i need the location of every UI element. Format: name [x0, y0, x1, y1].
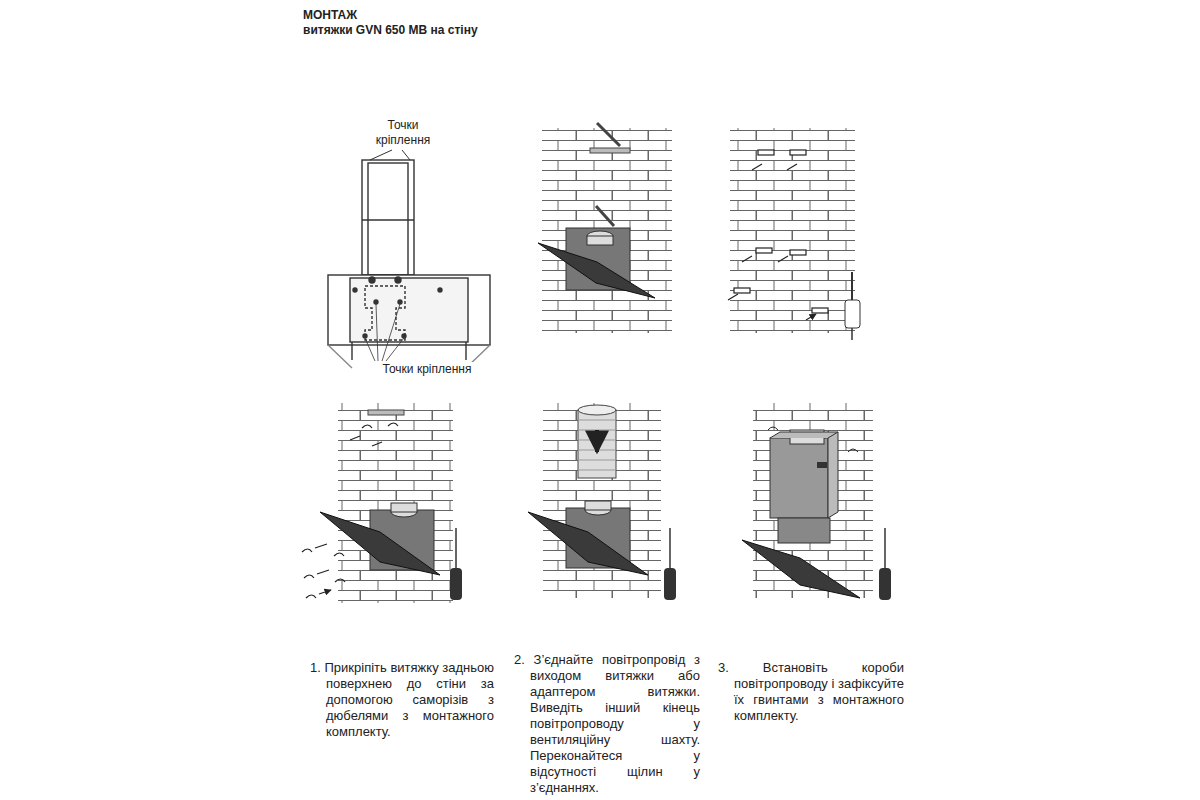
subtitle: витяжки GVN 650 MB на стіну — [303, 23, 563, 38]
page-title: МОНТАЖ — [303, 8, 357, 23]
step-fix-hood — [302, 403, 462, 603]
step-text: 2. З’єднайте повітропровід з виходом вит… — [514, 652, 700, 796]
step-mark-bracket — [538, 123, 672, 333]
part-label: Точки кріплення — [372, 118, 434, 148]
step-text: 1. Прикріпіть витяжку задньою поверхнею … — [310, 660, 494, 740]
step-connect-duct — [528, 403, 676, 600]
step-drill-holes — [728, 128, 860, 340]
hood-schematic — [328, 150, 490, 368]
step-text: 3. Встановіть короби повітропроводу і за… — [718, 660, 904, 724]
part-label: Точки кріплення — [372, 362, 482, 377]
step-install-covers — [742, 403, 891, 600]
